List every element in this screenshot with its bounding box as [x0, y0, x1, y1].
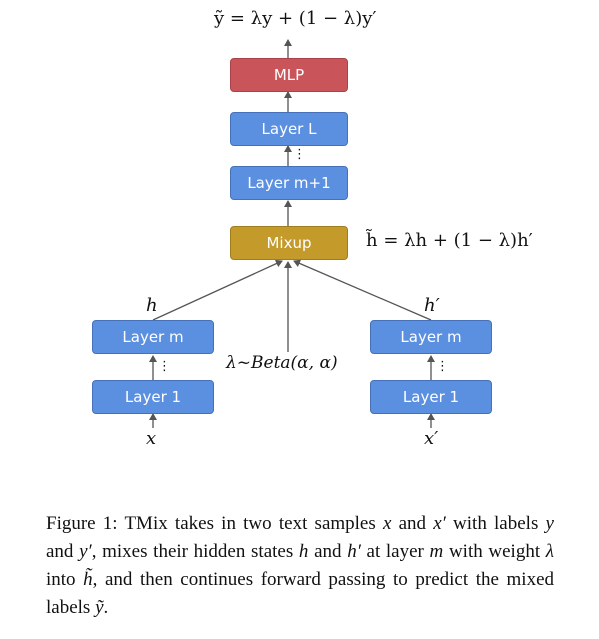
caption-math-y-tilde: ỹ: [95, 597, 104, 618]
layer-m1-node: Layer m+1: [230, 166, 348, 200]
ellipsis-upper: ⋮: [293, 147, 306, 162]
mixup-equation: h̃ = λh + (1 − λ)h′: [366, 230, 533, 251]
layer-m-right-node: Layer m: [370, 320, 492, 354]
caption-text: with labels: [445, 513, 546, 534]
caption-text: and: [46, 541, 80, 562]
caption-math-y: y: [545, 513, 554, 534]
caption-math-h: h: [298, 541, 309, 562]
ellipsis-right: ⋮: [436, 359, 449, 374]
caption-text: .: [103, 597, 109, 618]
layer-l-node: Layer L: [230, 112, 348, 146]
caption-math-m: m: [429, 541, 444, 562]
x-prime-label-right: x′: [424, 428, 439, 449]
arrow-left-to-mixup: [152, 259, 283, 321]
h-label-left: h: [146, 295, 158, 316]
caption-text: , and then continues forward passing to …: [46, 569, 554, 618]
caption-text: with weight: [443, 541, 546, 562]
lambda-distribution-label: λ~Beta(α, α): [226, 353, 338, 373]
caption-math-h-prime: h′: [347, 541, 361, 562]
caption-text: , mixes their hidden states: [91, 541, 299, 562]
caption-label: Figure 1:: [46, 513, 118, 534]
caption-text: at layer: [360, 541, 430, 562]
figure-caption: Figure 1: TMix takes in two text samples…: [46, 510, 554, 622]
layer-m-left-node: Layer m: [92, 320, 214, 354]
x-label-left: x: [146, 428, 157, 449]
layer-1-right-node: Layer 1: [370, 380, 492, 414]
mlp-node: MLP: [230, 58, 348, 92]
caption-text: and: [308, 541, 348, 562]
mixup-node: Mixup: [230, 226, 348, 260]
caption-math-x-prime: x′: [433, 513, 446, 534]
caption-text: TMix takes in two text samples: [124, 513, 383, 534]
arrow-right-to-mixup: [293, 259, 432, 321]
caption-math-lambda: λ: [545, 541, 555, 562]
output-equation: ỹ = λy + (1 − λ)y′: [214, 8, 377, 29]
caption-text: into: [46, 569, 84, 590]
layer-1-left-node: Layer 1: [92, 380, 214, 414]
caption-math-x: x: [382, 513, 392, 534]
h-prime-label-right: h′: [424, 295, 440, 316]
ellipsis-left: ⋮: [158, 359, 171, 374]
caption-text: and: [391, 513, 434, 534]
caption-math-h-tilde: h̃: [83, 569, 93, 590]
caption-math-y-prime: y′: [79, 541, 92, 562]
